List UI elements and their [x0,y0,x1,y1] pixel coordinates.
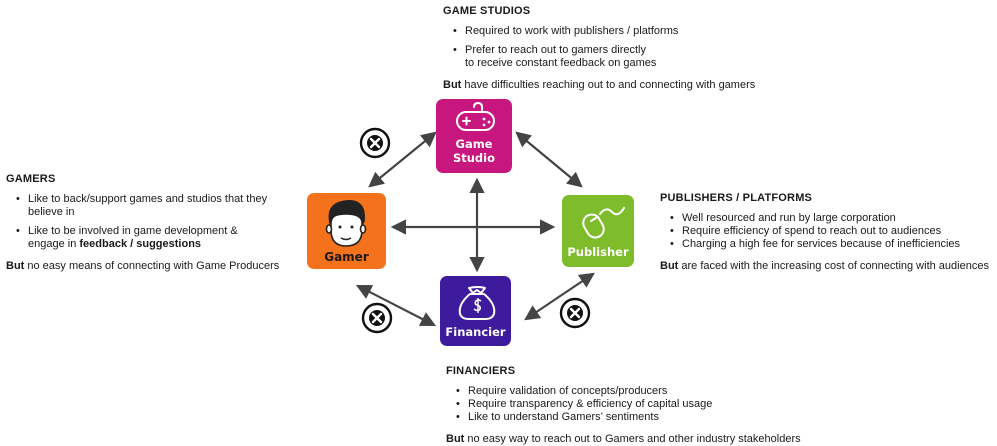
mouse-icon [582,207,625,239]
game-studios-title: GAME STUDIOS [443,5,531,17]
gamer-label: Gamer [324,250,369,264]
financiers-block: FINANCIERS Require validation of concept… [446,365,801,446]
publisher-label: Publisher [567,245,629,259]
game-studios-item-1: Required to work with publishers / platf… [443,25,755,38]
game-studios-note-text: have difficulties reaching out to and co… [461,79,756,91]
gamers-item-2-bold: feedback / suggestions [79,238,202,250]
game-studios-block: GAME STUDIOS Required to work with publi… [443,5,755,92]
money-bag-icon [458,286,496,320]
game-studios-item-2: Prefer to reach out to gamers directly t… [443,44,755,70]
arrow-studio-publisher [515,131,583,188]
financiers-note-text: no easy way to reach out to Gamers and o… [464,433,801,445]
gamers-block: GAMERS Like to back/support games and st… [6,173,291,273]
gamers-note-lead: But [6,260,25,272]
gamers-title: GAMERS [6,173,56,185]
financiers-note-lead: But [446,433,465,445]
gamers-item-2-text: Like to be involved in game development … [28,225,238,250]
gamers-note: But no easy means of connecting with Gam… [6,260,291,273]
financier-node [440,276,511,346]
game-studio-label: Game Studio [452,137,496,165]
game-studios-list: Required to work with publishers / platf… [443,25,755,70]
arrow-financier-publisher [524,272,595,321]
arrow-gamer-studio [368,131,437,188]
publishers-list: Well resourced and run by large corporat… [660,212,989,251]
financiers-item-3: Like to understand Gamers’ sentiments [446,411,801,424]
financiers-title: FINANCIERS [446,365,516,377]
publishers-note-lead: But [660,260,679,272]
game-studios-note: But have difficulties reaching out to an… [443,79,755,92]
gamers-list: Like to back/support games and studios t… [6,193,291,251]
gamepad-icon [456,101,495,131]
publishers-title: PUBLISHERS / PLATFORMS [660,192,813,204]
publisher-node [562,195,634,267]
financier-label: Financier [445,325,506,339]
gamers-item-2: Like to be involved in game development … [6,225,273,251]
financiers-item-2: Require transparency & efficiency of cap… [446,398,801,411]
financiers-list: Require validation of concepts/producers… [446,385,801,424]
publishers-block: PUBLISHERS / PLATFORMS Well resourced an… [660,192,989,273]
publishers-note: But are faced with the increasing cost o… [660,260,989,273]
publishers-note-text: are faced with the increasing cost of co… [678,260,989,272]
blocked-x-icon [361,302,393,334]
gamers-note-text: no easy means of connecting with Game Pr… [24,260,280,272]
publishers-item-3: Charging a high fee for services because… [660,238,989,251]
publishers-item-2: Require efficiency of spend to reach out… [660,225,989,238]
blocked-x-icon [359,127,391,159]
face-icon [325,200,367,247]
game-studios-note-lead: But [443,79,462,91]
gamers-item-1: Like to back/support games and studios t… [6,193,283,219]
blocked-x-icon [559,297,591,329]
arrow-gamer-financier [355,284,437,327]
publishers-item-1: Well resourced and run by large corporat… [660,212,989,225]
financiers-note: But no easy way to reach out to Gamers a… [446,433,801,446]
financiers-item-1: Require validation of concepts/producers [446,385,801,398]
